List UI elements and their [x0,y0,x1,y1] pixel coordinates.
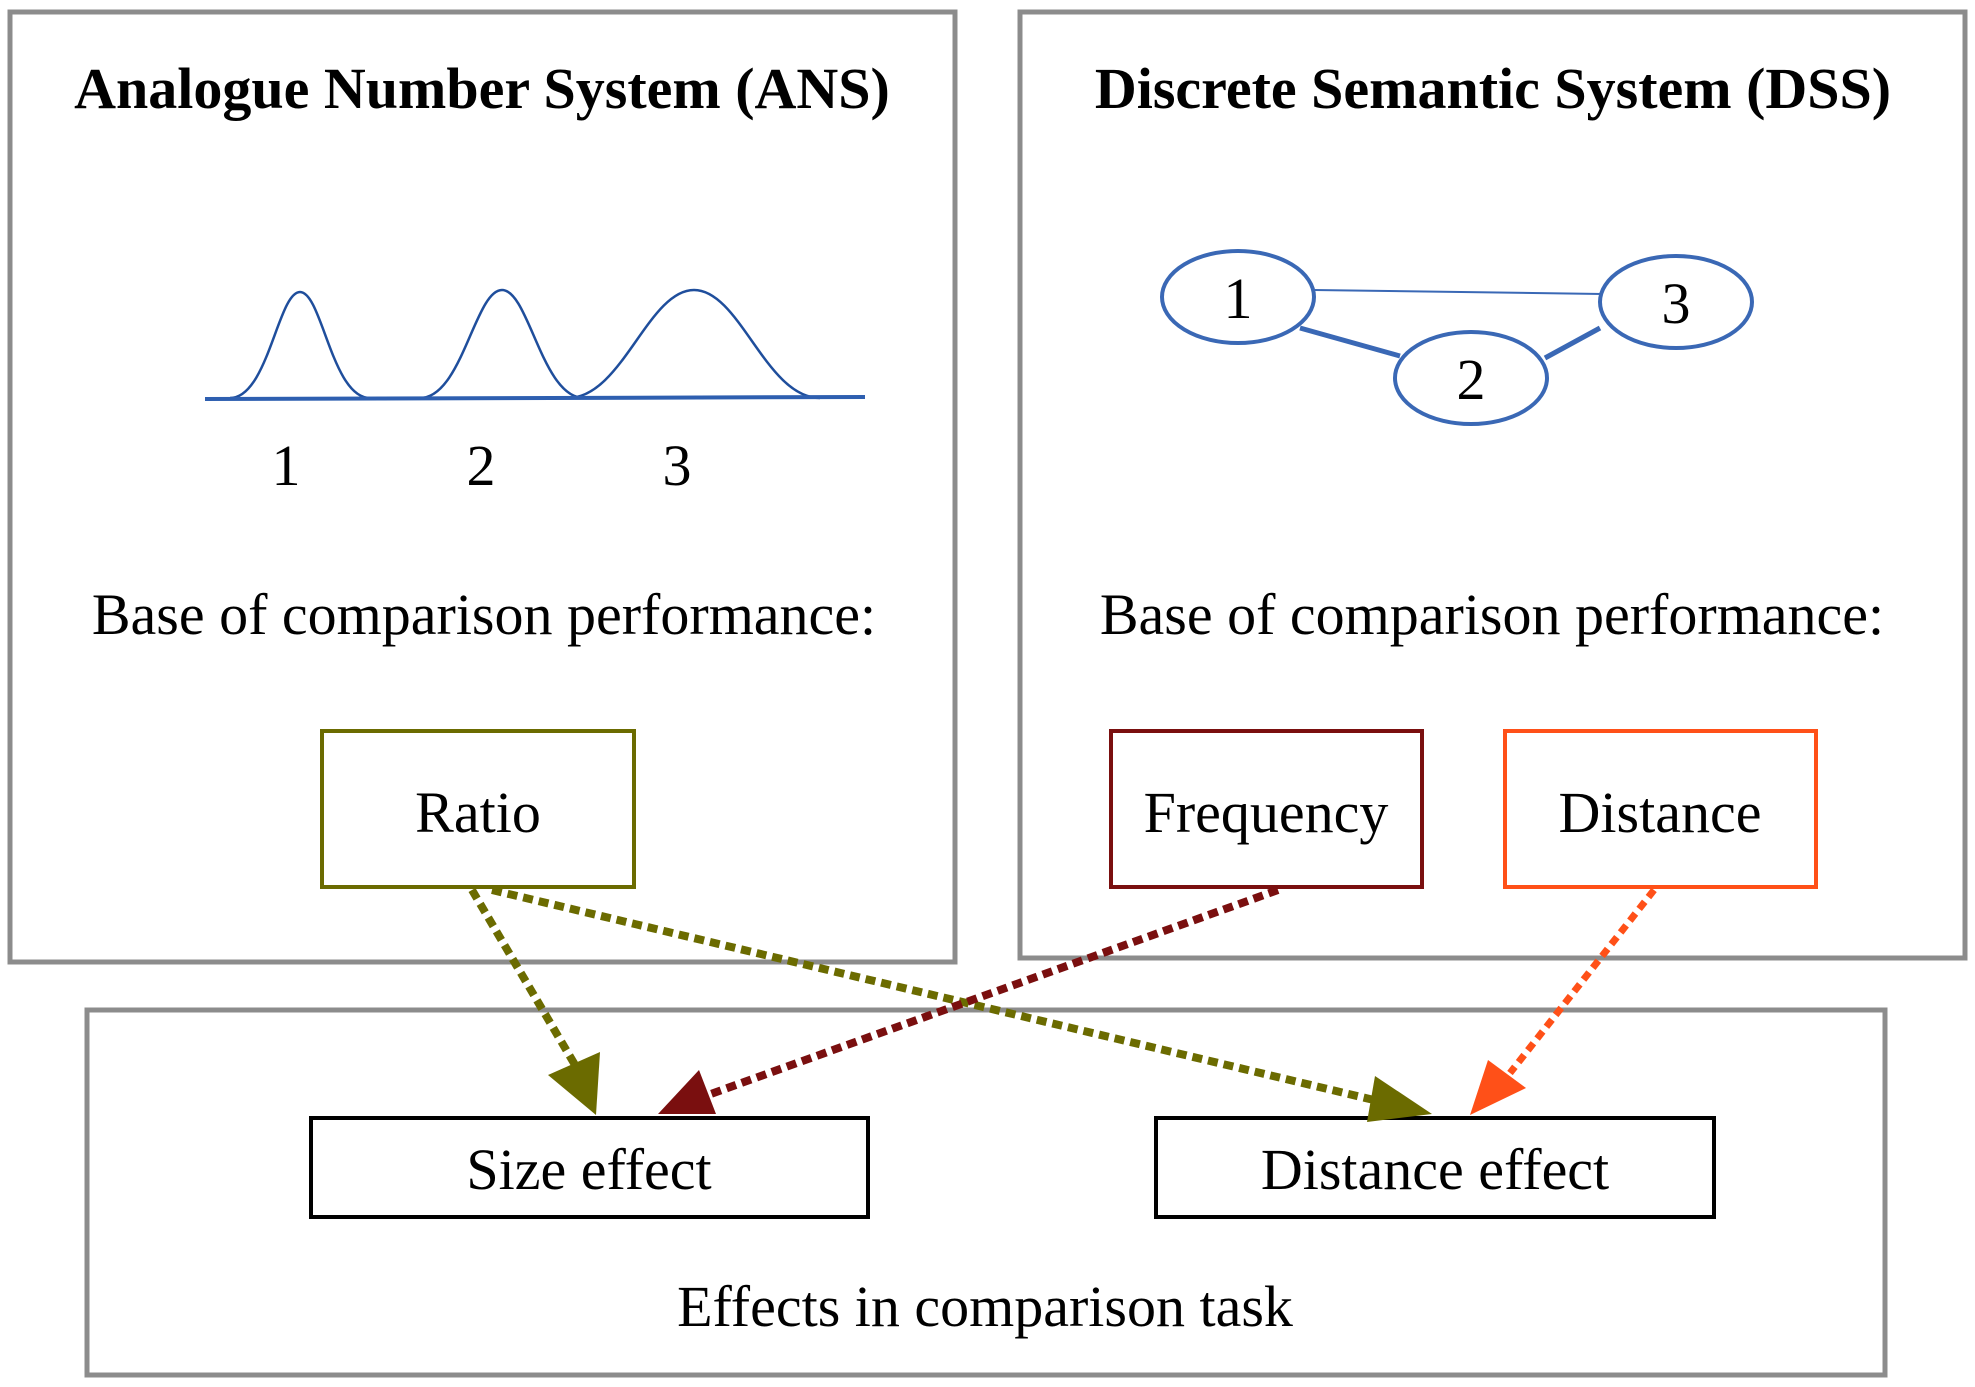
node-1 [1160,249,1316,345]
ans-panel [7,9,958,965]
arrow-distance-to-distance-effect [1470,887,1657,1115]
node-2-label: 2 [1457,347,1486,412]
ans-tick-3: 3 [663,433,692,498]
edge-2-3 [1543,325,1602,361]
ratio-label: Ratio [415,780,541,845]
arrow-frequency-to-size [658,886,1280,1114]
node-3 [1598,254,1754,350]
node-3-label: 3 [1662,271,1691,336]
distance-box [1503,729,1818,889]
edge-1-2 [1299,325,1401,359]
arrow-ratio-to-size [468,887,600,1115]
ratio-box [320,729,636,889]
arrow-ratio-to-distance [491,886,1432,1122]
size-effect-label: Size effect [466,1137,711,1202]
distance-effect-box [1154,1116,1716,1219]
distance-effect-label: Distance effect [1261,1137,1609,1202]
node-2 [1393,330,1549,426]
effects-caption: Effects in comparison task [677,1274,1293,1339]
ans-curve-1 [229,290,371,400]
size-effect-box [309,1116,870,1219]
frequency-box [1109,729,1424,889]
ans-tick-2: 2 [467,433,496,498]
dss-title: Discrete Semantic System (DSS) [1095,56,1891,121]
ans-title: Analogue Number System (ANS) [74,56,890,121]
dss-base-label: Base of comparison performance: [1100,582,1884,647]
ans-base-label: Base of comparison performance: [92,582,876,647]
frequency-label: Frequency [1144,780,1389,845]
ans-number-line [204,395,866,401]
dss-panel [1017,9,1968,961]
ans-curve-2 [419,288,585,400]
distance-label: Distance [1559,780,1762,845]
effects-panel [84,1007,1888,1378]
ans-tick-1: 1 [272,433,301,498]
edge-1-3 [1313,289,1603,295]
node-1-label: 1 [1224,266,1253,331]
ans-curve-3 [567,288,821,400]
